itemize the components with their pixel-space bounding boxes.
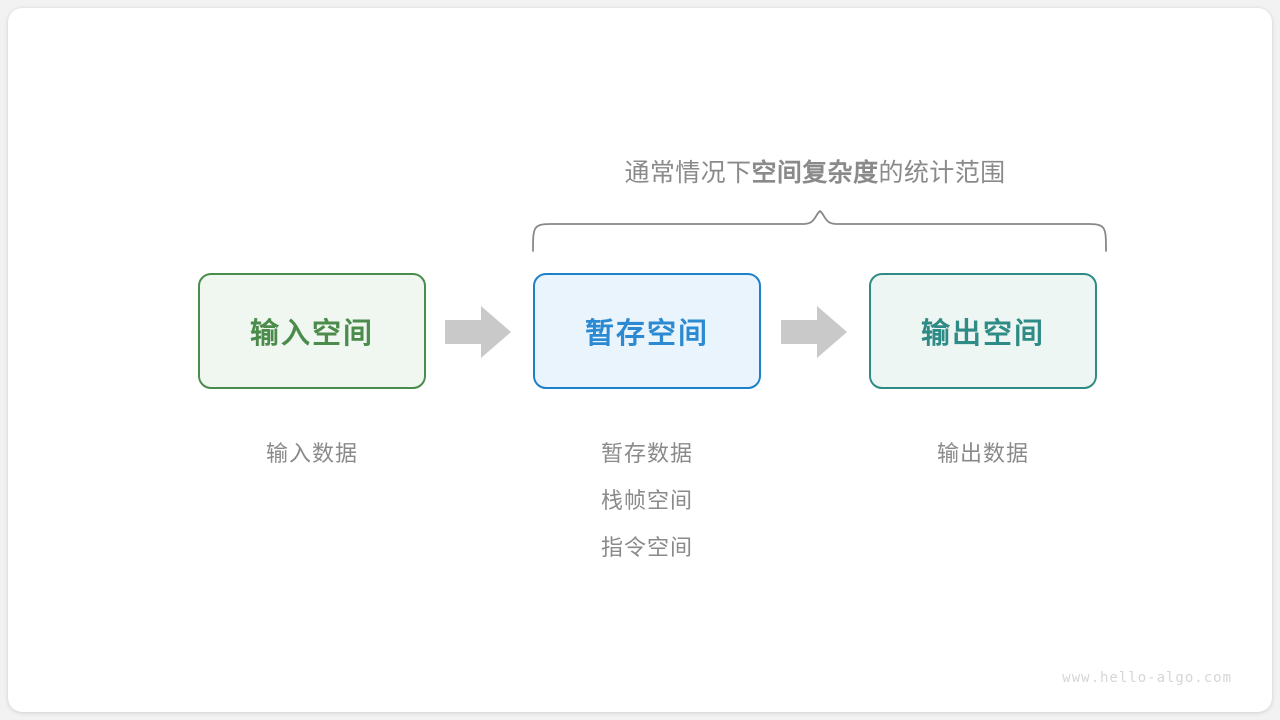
arrow-right-icon-temp-to-output — [781, 306, 847, 363]
caption-input-line-1: 输入数据 — [265, 441, 358, 466]
diagram-card: 通常情况下空间复杂度的统计范围 输入空间 暂存空间 输出空间 — [8, 8, 1272, 712]
box-output-space: 输出空间 — [869, 273, 1097, 389]
caption-temp-data: 暂存数据 栈帧空间 指令空间 — [533, 430, 761, 571]
watermark: www.hello-algo.com — [1062, 670, 1232, 686]
box-temp-space: 暂存空间 — [533, 273, 761, 389]
brace-caption-prefix: 通常情况下 — [624, 159, 752, 187]
brace-caption: 通常情况下空间复杂度的统计范围 — [532, 153, 1098, 189]
curly-brace-icon — [524, 203, 1114, 268]
box-input-space: 输入空间 — [198, 273, 426, 389]
brace-caption-emphasis: 空间复杂度 — [751, 159, 879, 187]
caption-output-line-1: 输出数据 — [936, 441, 1029, 466]
caption-input-data: 输入数据 — [198, 430, 426, 477]
caption-temp-line-2: 栈帧空间 — [600, 488, 693, 513]
caption-output-data: 输出数据 — [869, 430, 1097, 477]
box-output-space-label: 输出空间 — [920, 318, 1045, 350]
caption-temp-line-1: 暂存数据 — [600, 441, 693, 466]
brace-caption-suffix: 的统计范围 — [878, 159, 1006, 187]
arrow-right-icon-input-to-temp — [445, 306, 511, 363]
caption-temp-line-3: 指令空间 — [600, 535, 693, 560]
box-input-space-label: 输入空间 — [249, 318, 374, 350]
box-temp-space-label: 暂存空间 — [584, 318, 709, 350]
